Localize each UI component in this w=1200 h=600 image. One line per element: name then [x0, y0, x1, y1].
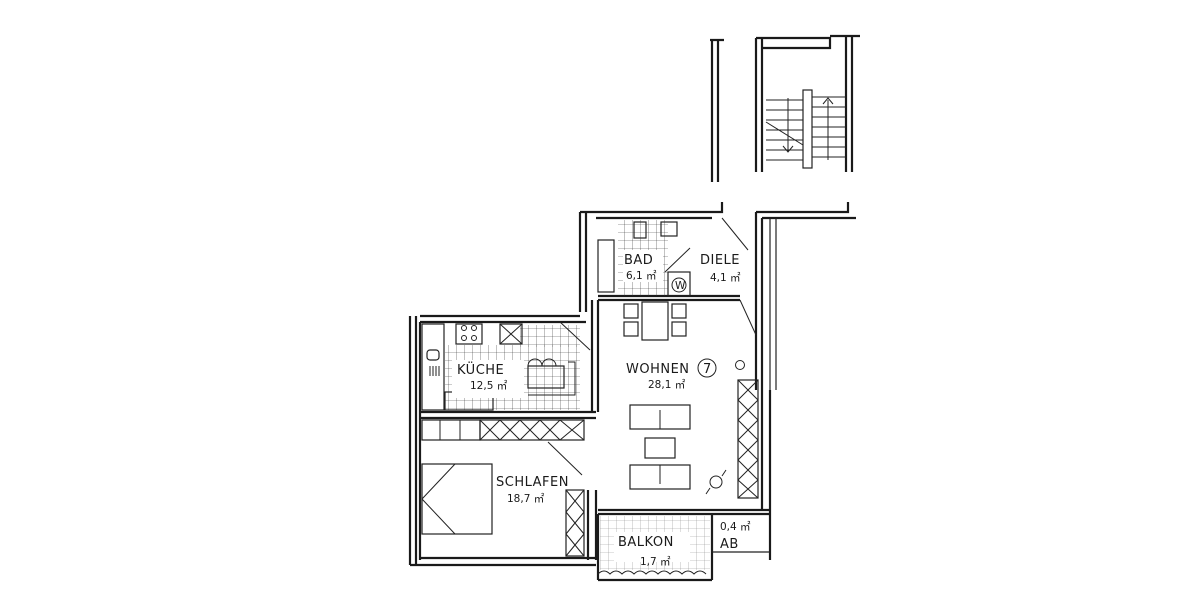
room-area-schlafen: 18,7 ㎡: [507, 493, 545, 505]
apartment-walls: [408, 202, 856, 582]
room-name-wohnen: WOHNEN: [626, 362, 690, 377]
room-area-balkon: 1,7 ㎡: [640, 556, 671, 568]
room-wohnen: WOHNEN 7 28,1 ㎡: [623, 301, 745, 495]
room-area-diele: 4,1 ㎡: [710, 272, 741, 284]
washer-symbol: W: [675, 280, 686, 292]
room-name-ab: AB: [720, 537, 739, 552]
room-name-balkon: BALKON: [618, 535, 674, 550]
room-name-bad: BAD: [624, 253, 653, 268]
room-name-kueche: KÜCHE: [457, 361, 504, 378]
room-balkon: BALKON 1,7 ㎡: [597, 516, 710, 575]
room-area-ab: 0,4 ㎡: [720, 521, 751, 533]
unit-number: 7: [703, 362, 712, 377]
unit-number-badge: [697, 358, 717, 378]
room-bad: W BAD 6,1 ㎡: [597, 220, 691, 297]
room-ab: 0,4 ㎡ AB: [720, 521, 751, 552]
room-area-kueche: 12,5 ㎡: [470, 380, 508, 392]
room-name-schlafen: SCHLAFEN: [496, 475, 569, 490]
room-name-diele: DIELE: [700, 253, 740, 268]
washer-icon: [671, 277, 687, 293]
room-area-bad: 6,1 ㎡: [626, 270, 657, 282]
room-area-wohnen: 28,1 ㎡: [648, 379, 686, 391]
room-schlafen: SCHLAFEN 18,7 ㎡: [421, 419, 585, 557]
room-diele: DIELE 4,1 ㎡: [700, 217, 757, 336]
room-kueche: KÜCHE 12,5 ㎡: [421, 321, 591, 411]
stairwell: [710, 34, 860, 182]
